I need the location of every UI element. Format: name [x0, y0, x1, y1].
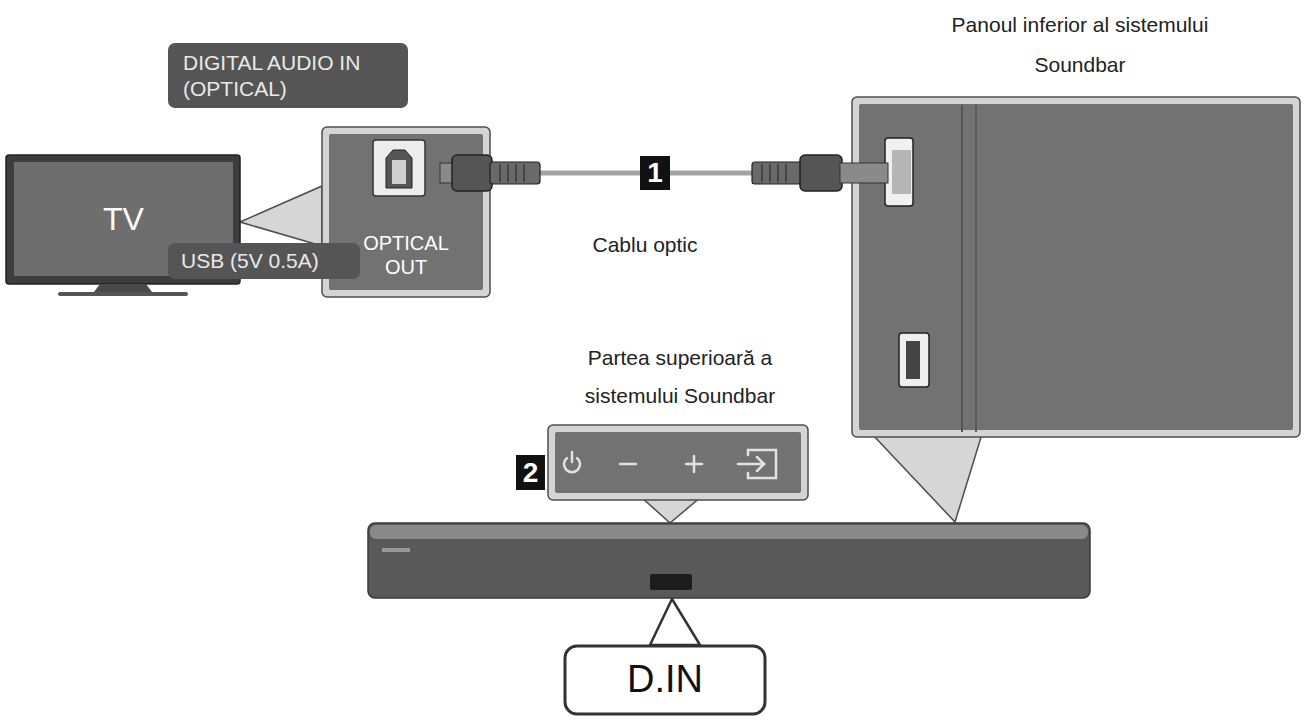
- plug-ridge: [761, 164, 763, 182]
- input-icon: [738, 463, 764, 466]
- soundbar-body: [368, 523, 1090, 598]
- soundbar-top: [370, 525, 1088, 539]
- plug-ridge: [499, 164, 501, 182]
- cable-label: Cablu optic: [560, 230, 730, 260]
- callout-pointer: [240, 186, 322, 246]
- callout-frame: [852, 97, 1300, 437]
- optical-port-core: [392, 160, 406, 184]
- plug-ridge: [785, 164, 787, 182]
- node-ground: [852, 97, 1300, 437]
- tv-stand: [94, 284, 152, 292]
- callout-number: 2: [516, 455, 545, 490]
- tv-base: [58, 292, 188, 296]
- callout-number: 1: [640, 156, 670, 190]
- plug-body: [800, 155, 842, 191]
- callout-pointer: [872, 434, 982, 522]
- node-text: D.IN: [627, 657, 703, 703]
- plug-ridge: [507, 164, 509, 182]
- soundbar-display: [650, 574, 692, 590]
- power-icon: [571, 452, 574, 462]
- port-callout: OPTICAL OUT: [322, 127, 490, 297]
- node-ground: [548, 425, 808, 500]
- heading: Panoul inferior al sistemului Soundbar: [930, 5, 1230, 85]
- callout-pointer: [650, 599, 700, 645]
- optical-port: [373, 140, 425, 196]
- soundbar-logo: [382, 548, 410, 552]
- node-ground: [168, 243, 360, 279]
- node-ground: [168, 43, 408, 108]
- pill-fill: [168, 243, 360, 279]
- minus-icon: [620, 463, 636, 466]
- plug-tip: [840, 163, 888, 183]
- node-ground: [565, 646, 765, 714]
- plug-strain-relief: [490, 162, 540, 184]
- pill-fill: [168, 43, 408, 108]
- panel-divider: [961, 105, 963, 432]
- usb-port: [899, 333, 929, 387]
- plug-ridge: [777, 164, 779, 182]
- plus-icon: [693, 456, 696, 472]
- callout-fill: [859, 104, 1293, 430]
- port-label: USB (5V 0.5A): [168, 243, 360, 279]
- usb-port-tongue: [906, 341, 920, 379]
- node-text: OPTICAL OUT: [340, 231, 472, 279]
- optical-in-port: [885, 138, 913, 206]
- plug-ridge: [523, 164, 525, 182]
- input-icon: [757, 457, 764, 471]
- plug-ridge: [515, 164, 517, 182]
- optical-in-socket: [892, 150, 911, 194]
- node-text: USB (5V 0.5A): [171, 248, 329, 273]
- plug-ridge: [769, 164, 771, 182]
- buttons-callout: Partea superioară a sistemului Soundbar: [548, 425, 808, 500]
- node-text: DIGITAL AUDIO IN (OPTICAL): [173, 50, 403, 100]
- plug-body: [452, 155, 492, 191]
- heading: Partea superioară a sistemului Soundbar: [550, 339, 810, 415]
- button-icons: [564, 450, 776, 478]
- panel-callout: Panoul inferior al sistemului SoundbarDI…: [852, 97, 1300, 437]
- panel-divider: [975, 105, 977, 432]
- callout-fill: [555, 432, 801, 493]
- node-text: TV: [103, 200, 144, 238]
- plug-strain-relief: [752, 162, 802, 184]
- callout-frame: [548, 425, 808, 500]
- display-box: [565, 646, 765, 714]
- port-label: DIGITAL AUDIO IN (OPTICAL): [168, 43, 408, 108]
- display-callout: D.IN: [565, 646, 765, 714]
- optical-port-socket: [386, 150, 412, 188]
